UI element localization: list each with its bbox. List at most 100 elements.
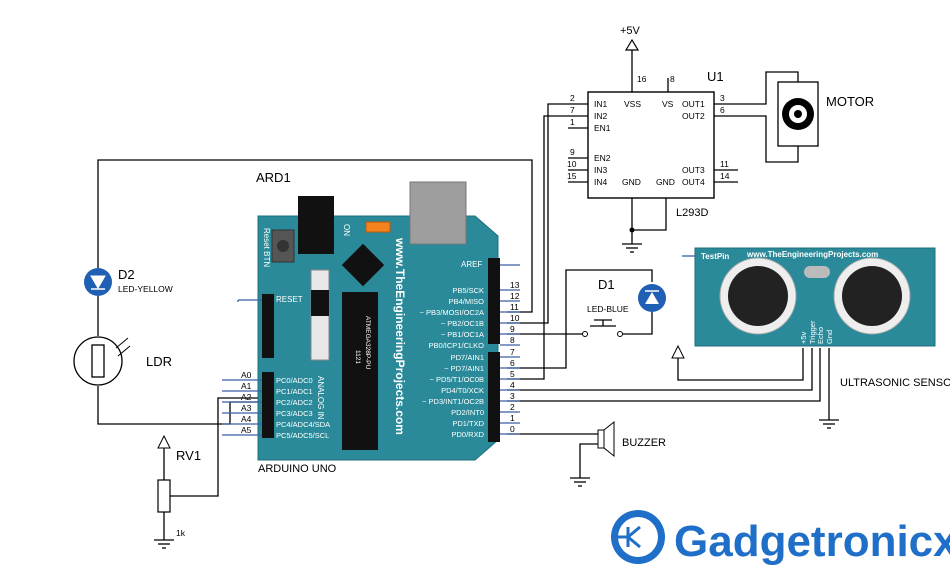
driver-left-pins: 2 IN1 7 IN2 1 EN1 9 EN2 10 IN3 15 IN4 <box>567 93 611 187</box>
digital-pin-num: 13 <box>510 280 520 290</box>
digital-pin-name: PD2/INT0 <box>451 408 484 417</box>
buzzer: BUZZER <box>597 420 666 458</box>
aref-label: AREF <box>461 260 482 269</box>
digital-pin-num: 8 <box>510 335 515 345</box>
digital-pin-num: 1 <box>510 413 515 423</box>
digital-pin-num: 2 <box>510 402 515 412</box>
pin-num: 15 <box>567 171 577 181</box>
d1-ref: D1 <box>598 277 615 292</box>
atmega-chip <box>342 292 378 450</box>
digital-pin-name: ~ PD5/T1/OC0B <box>430 375 484 384</box>
analog-pin-name: PC1/ADC1 <box>276 387 313 396</box>
pin-name: VSS <box>624 99 641 109</box>
vcc-arrow-icon <box>671 344 685 359</box>
d2-part: LED-YELLOW <box>118 284 173 294</box>
ultrasonic-pin-label: Gnd <box>825 330 834 344</box>
analog-pin-name: PC0/ADC0 <box>276 376 313 385</box>
digital-pin-name: PB0/ICP1/CLKO <box>429 341 485 350</box>
ldr-sensor: LDR <box>73 336 172 386</box>
ultrasonic-pin-label: +5v <box>799 331 808 344</box>
board-name: ARDUINO UNO <box>258 463 337 475</box>
power-jack <box>298 196 334 254</box>
analog-pin-id: A1 <box>241 381 252 391</box>
digital-pin-num: 7 <box>510 347 515 357</box>
analog-pin-id: A5 <box>241 425 252 435</box>
on-led <box>365 221 391 233</box>
ground-icon <box>819 419 839 429</box>
pin-name: OUT3 <box>682 165 705 175</box>
chip-number: 1121 <box>354 350 361 364</box>
ultrasonic-sensor: TestPin www.TheEngineeringProjects.com +… <box>682 247 950 389</box>
digital-pin-num: 12 <box>510 291 520 301</box>
wire-network <box>97 40 830 540</box>
analog-pin-id: A2 <box>241 392 252 402</box>
junction-dot <box>629 227 635 233</box>
digital-pin-num: 6 <box>510 358 515 368</box>
digital-pin-num: 5 <box>510 369 515 379</box>
pin-num: 6 <box>720 105 725 115</box>
potentiometer-rv1: RV1 1k <box>157 434 201 538</box>
analog-pin-name: PC2/ADC2 <box>276 398 313 407</box>
pin-num: 2 <box>570 93 575 103</box>
analog-pin-group: A0PC0/ADC0A1PC1/ADC1A2PC2/ADC2A3PC3/ADC3… <box>222 370 330 440</box>
digital-pin-num: 9 <box>510 324 515 334</box>
pin-num: 11 <box>720 159 729 169</box>
testpin-label: TestPin <box>701 252 729 261</box>
pin-name: IN4 <box>594 177 608 187</box>
digital-pin-name: ~ PB1/OC1A <box>441 330 484 339</box>
pin-name: IN1 <box>594 99 608 109</box>
brand-name: Gadgetronicx <box>674 517 950 566</box>
ultrasonic-pin-label: Trigger <box>808 320 817 344</box>
digital-pin-name: PD0/RXD <box>451 430 484 439</box>
pin-name: OUT2 <box>682 111 705 121</box>
pin-num: 7 <box>570 105 575 115</box>
pin-name: GND <box>656 177 675 187</box>
d2-ref: D2 <box>118 267 135 282</box>
pin-name: EN1 <box>594 123 611 133</box>
analog-pin-name: PC4/ADC4/SDA <box>276 420 330 429</box>
pin-name: IN3 <box>594 165 608 175</box>
pin-name: EN2 <box>594 153 611 163</box>
rv1-ref: RV1 <box>176 448 201 463</box>
pin-num: 16 <box>637 74 647 84</box>
digital-pin-num: 0 <box>510 424 515 434</box>
ground-icon <box>570 477 590 487</box>
digital-pin-num: 3 <box>510 391 515 401</box>
analog-pin-name: PC5/ADC5/SCL <box>276 431 329 440</box>
driver-part: L293D <box>676 207 708 219</box>
pin-num: 3 <box>720 93 725 103</box>
digital-pin-name: ~ PD7/AIN1 <box>444 364 484 373</box>
digital-pin-num: 10 <box>510 313 520 323</box>
pin-name: OUT4 <box>682 177 705 187</box>
arduino-board: ARD1 Reset BTN ON ANALOG IN ATMEGA328P-P… <box>237 170 520 475</box>
driver-ref: U1 <box>707 69 724 84</box>
vcc-symbol: +5V <box>620 25 641 51</box>
ldr-label: LDR <box>146 354 172 369</box>
pin-num: 14 <box>720 171 730 181</box>
arduino-ref: ARD1 <box>256 170 291 185</box>
led-yellow-d2: D2 LED-YELLOW <box>84 267 173 296</box>
digital-pin-name: ~ PB2/OC1B <box>441 319 484 328</box>
led-blue-d1: D1 LED-BLUE <box>587 277 666 314</box>
pin-num: 9 <box>570 147 575 157</box>
analog-pin-id: A0 <box>241 370 252 380</box>
digital-pin-name: PD1/TXD <box>452 419 484 428</box>
brand-logo: Gadgetronicx <box>611 510 950 566</box>
pin-name: IN2 <box>594 111 608 121</box>
digital-pin-name: PD4/T0/XCK <box>441 386 484 395</box>
pin-name: OUT1 <box>682 99 705 109</box>
ultrasonic-label: ULTRASONIC SENSOR <box>840 377 950 389</box>
usb-chip <box>341 243 385 287</box>
reset-pin-label: RESET <box>276 295 303 304</box>
l293d-driver: U1 L293D 2 IN1 7 IN2 1 EN1 9 EN2 10 IN3 … <box>567 69 730 233</box>
pin-num: 1 <box>570 117 575 127</box>
pin-name: GND <box>622 177 641 187</box>
digital-pin-name: PB4/MISO <box>449 297 485 306</box>
analog-pin-id: A3 <box>241 403 252 413</box>
d1-part: LED-BLUE <box>587 304 629 314</box>
chip-label: ATMEGA328P-PU <box>364 316 371 370</box>
pin-name: VS <box>662 99 674 109</box>
usb-port <box>409 181 467 245</box>
